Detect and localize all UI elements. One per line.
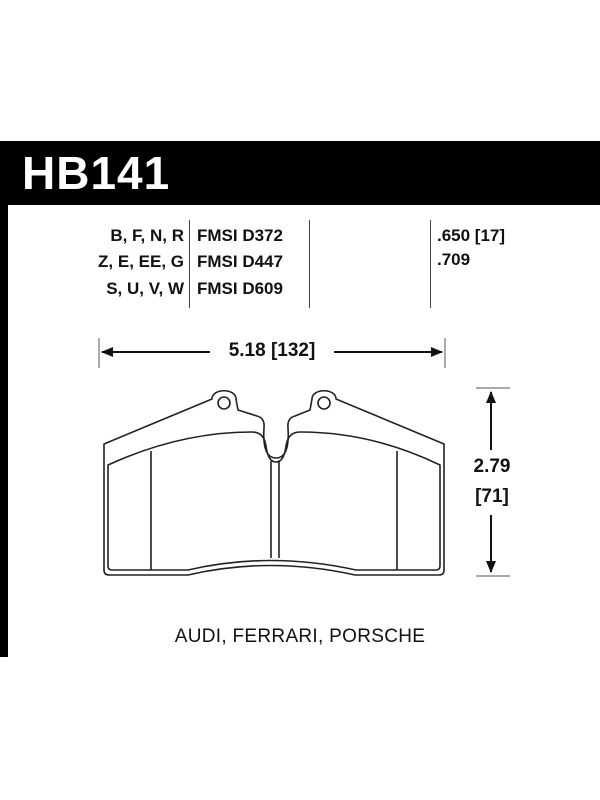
compound-codes-row-2: Z, E, EE, G <box>98 252 184 271</box>
fmsi-number-2: FMSI D447 <box>197 252 283 271</box>
mounting-hole-left <box>217 396 231 410</box>
backing-plate <box>103 389 445 576</box>
compound-codes-row-1: B, F, N, R <box>110 226 184 245</box>
thickness-value-2: .709 <box>437 250 471 269</box>
height-value: 2.79 <box>473 456 511 477</box>
height-metric-value: [71] <box>475 486 509 507</box>
height-dimension-label: 2.79 [71] <box>462 452 522 512</box>
compound-codes-row-3: S, U, V, W <box>106 279 184 298</box>
width-dimension-label: 5.18 [132] <box>212 340 332 362</box>
friction-material <box>107 431 441 571</box>
column-divider-1 <box>189 220 190 308</box>
brake-pad-outline <box>103 389 445 576</box>
mounting-hole-right <box>317 396 331 410</box>
left-border-rule <box>0 205 8 657</box>
thickness-value-1: .650 [17] <box>437 226 506 245</box>
header-bar <box>0 141 600 205</box>
fmsi-number-1: FMSI D372 <box>197 226 283 245</box>
height-dimension <box>476 387 510 577</box>
fmsi-number-3: FMSI D609 <box>197 279 283 298</box>
width-dimension <box>98 338 446 368</box>
column-divider-2 <box>309 220 310 308</box>
column-divider-3 <box>430 220 431 308</box>
vehicle-applications: AUDI, FERRARI, PORSCHE <box>174 626 426 647</box>
part-number-title: HB141 <box>22 147 171 199</box>
